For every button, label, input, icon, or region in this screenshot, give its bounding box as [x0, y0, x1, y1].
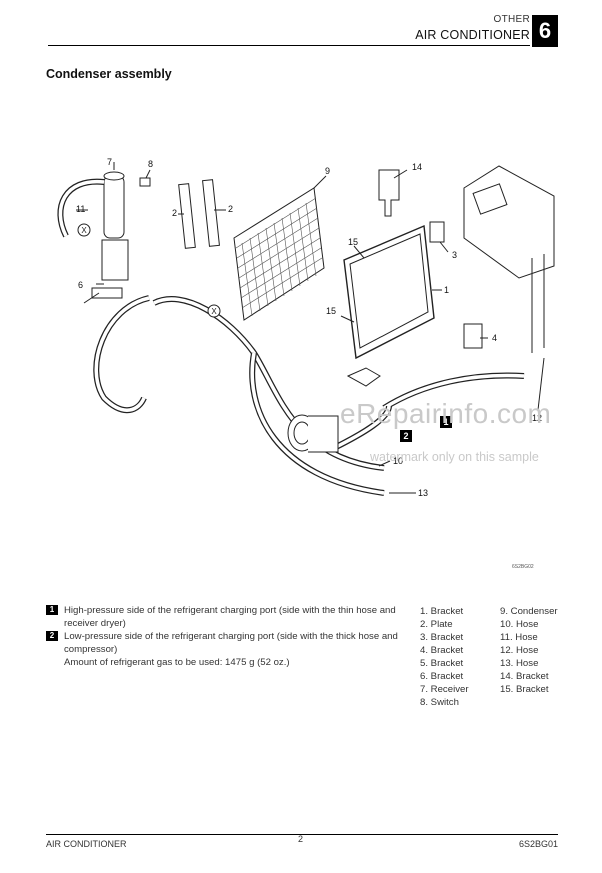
callout-11: 11 — [76, 204, 85, 214]
note-text: Low-pressure side of the refrigerant cha… — [64, 631, 398, 655]
callout-15a: 15 — [348, 237, 358, 247]
condenser-assembly-diagram: X X 1 2 7 8 9 14 11 2 2 15 3 1 6 15 4 12… — [57, 157, 555, 498]
footer-rule — [46, 834, 558, 835]
part-item: 5. Bracket — [420, 658, 464, 669]
callout-6: 6 — [78, 280, 83, 290]
condenser-drawing — [233, 187, 325, 321]
part-item: 7. Receiver — [420, 684, 469, 695]
part-item: 13. Hose — [500, 658, 539, 669]
watermark-note: watermark only on this sample — [370, 450, 539, 464]
note-marker: 1 — [46, 605, 58, 615]
part-item: 10. Hose — [500, 619, 539, 630]
refrigerant-amount: Amount of refrigerant gas to be used: 14… — [64, 657, 290, 668]
part-item: 4. Bracket — [420, 645, 464, 656]
notes-block: 1 High-pressure side of the refrigerant … — [46, 604, 402, 669]
compressor-drawing — [287, 414, 339, 453]
part-item: 6. Bracket — [420, 671, 464, 682]
footer-section: AIR CONDITIONER — [46, 839, 127, 849]
part-item: 3. Bracket — [420, 632, 464, 643]
part-item: 11. Hose — [500, 632, 538, 643]
callout-7: 7 — [107, 157, 112, 167]
part-item: 12. Hose — [500, 645, 539, 656]
section-title: Condenser assembly — [46, 67, 172, 81]
callout-10: 10 — [393, 456, 403, 466]
note-text: High-pressure side of the refrigerant ch… — [64, 605, 396, 629]
callout-4: 4 — [492, 333, 497, 343]
page-number: 2 — [298, 834, 304, 844]
callout-3: 3 — [452, 250, 457, 260]
marker-x-bottom: X — [211, 307, 217, 316]
parts-column-1: 1. Bracket 2. Plate 3. Bracket 4. Bracke… — [420, 605, 500, 709]
callout-2b: 2 — [228, 204, 233, 214]
chapter-number-badge: 6 — [532, 15, 558, 47]
diagram-code: 6S2BG02 — [512, 564, 534, 570]
note-item: 1 High-pressure side of the refrigerant … — [46, 604, 402, 630]
note-marker: 2 — [46, 631, 58, 641]
callout-14: 14 — [412, 162, 422, 172]
part-item: 9. Condenser — [500, 606, 558, 617]
part-item: 8. Switch — [420, 697, 459, 708]
header-rule — [48, 45, 530, 46]
diagram-marker-1: 1 — [443, 417, 448, 427]
callout-8: 8 — [148, 159, 153, 169]
callout-9: 9 — [325, 166, 330, 176]
part-item: 1. Bracket — [420, 606, 464, 617]
callout-2a: 2 — [172, 208, 177, 218]
switch-drawing — [139, 177, 151, 187]
header-title: AIR CONDITIONER — [415, 28, 530, 42]
part-item: 2. Plate — [420, 619, 453, 630]
callout-12: 12 — [532, 413, 542, 423]
watermark-site: eRepairinfo.com — [340, 398, 552, 429]
part-item: 14. Bracket — [500, 671, 549, 682]
footer-doc-code: 6S2BG01 — [518, 839, 558, 849]
marker-x-top: X — [81, 226, 87, 235]
callout-15b: 15 — [326, 306, 336, 316]
callout-13: 13 — [418, 488, 428, 498]
parts-column-2: 9. Condenser 10. Hose 11. Hose 12. Hose … — [500, 605, 590, 696]
header-section: OTHER — [493, 14, 530, 25]
part-item: 15. Bracket — [500, 684, 549, 695]
diagram-marker-2: 2 — [403, 431, 408, 441]
receiver-drawing — [103, 162, 125, 239]
callout-1: 1 — [444, 285, 449, 295]
note-item: 2 Low-pressure side of the refrigerant c… — [46, 630, 402, 656]
